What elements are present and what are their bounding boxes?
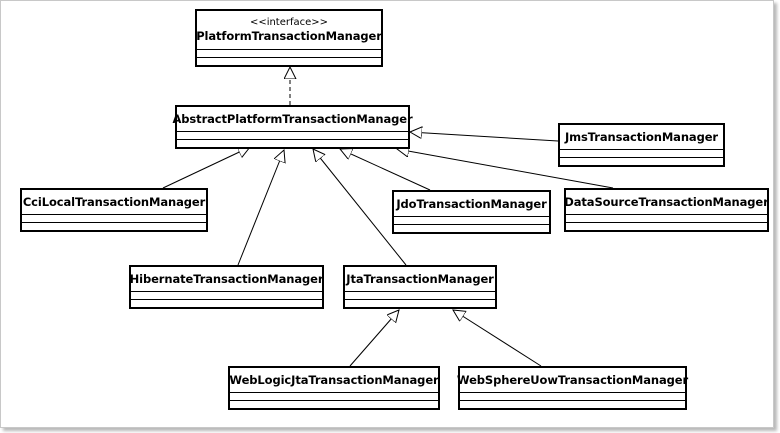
operations-compartment <box>566 222 767 230</box>
class-name: DataSourceTransactionManager <box>564 195 769 209</box>
operations-compartment <box>394 224 549 232</box>
generalization-hibernate-to-abstract <box>237 150 284 266</box>
class-name: WebSphereUowTransactionManager <box>456 373 689 387</box>
class-abstract-platform-transaction-manager: AbstractPlatformTransactionManager <box>172 105 413 149</box>
attributes-compartment <box>177 131 408 139</box>
class-name: JtaTransactionManager <box>346 272 494 286</box>
operations-compartment <box>197 57 381 65</box>
operations-compartment <box>177 139 408 147</box>
relationship-layer <box>162 1 614 367</box>
operations-compartment <box>345 299 495 307</box>
generalization-jdo-to-abstract <box>340 149 431 191</box>
generalization-jta-to-abstract <box>313 149 407 266</box>
class-jdo-transaction-manager: JdoTransactionManager <box>392 190 551 234</box>
generalization-cci-to-abstract <box>162 147 250 189</box>
class-name: PlatformTransactionManager <box>196 29 382 43</box>
attributes-compartment <box>560 149 723 157</box>
class-name: WebLogicJtaTransactionManager <box>229 373 439 387</box>
class-name: JdoTransactionManager <box>396 197 547 211</box>
class-platform-transaction-manager: <<interface>> PlatformTransactionManager <box>195 9 383 67</box>
class-name: HibernateTransactionManager <box>129 272 324 286</box>
class-jta-transaction-manager: JtaTransactionManager <box>343 265 497 309</box>
attributes-compartment <box>394 216 549 224</box>
operations-compartment <box>230 400 438 408</box>
class-datasource-transaction-manager: DataSourceTransactionManager <box>564 188 769 232</box>
class-jms-transaction-manager: JmsTransactionManager <box>558 123 725 167</box>
generalization-jms-to-abstract <box>410 132 559 142</box>
class-name: JmsTransactionManager <box>564 130 718 144</box>
operations-compartment <box>22 222 206 230</box>
attributes-compartment <box>345 291 495 299</box>
generalization-datasource-to-abstract <box>397 149 614 189</box>
class-hibernate-transaction-manager: HibernateTransactionManager <box>129 265 324 309</box>
operations-compartment <box>131 299 322 307</box>
class-name: AbstractPlatformTransactionManager <box>172 112 413 126</box>
class-weblogic-jta-transaction-manager: WebLogicJtaTransactionManager <box>228 366 440 410</box>
generalization-weblogic-to-jta <box>349 310 399 367</box>
attributes-compartment <box>22 214 206 222</box>
operations-compartment <box>460 400 685 408</box>
generalization-websphere-to-jta <box>453 310 542 367</box>
attributes-compartment <box>197 49 381 57</box>
attributes-compartment <box>230 392 438 400</box>
interface-stereotype: <<interface>> <box>249 17 329 28</box>
operations-compartment <box>560 157 723 165</box>
attributes-compartment <box>460 392 685 400</box>
attributes-compartment <box>131 291 322 299</box>
class-name: CciLocalTransactionManager <box>22 195 206 209</box>
attributes-compartment <box>566 214 767 222</box>
class-cci-local-transaction-manager: CciLocalTransactionManager <box>20 188 208 232</box>
class-websphere-uow-transaction-manager: WebSphereUowTransactionManager <box>456 366 689 410</box>
